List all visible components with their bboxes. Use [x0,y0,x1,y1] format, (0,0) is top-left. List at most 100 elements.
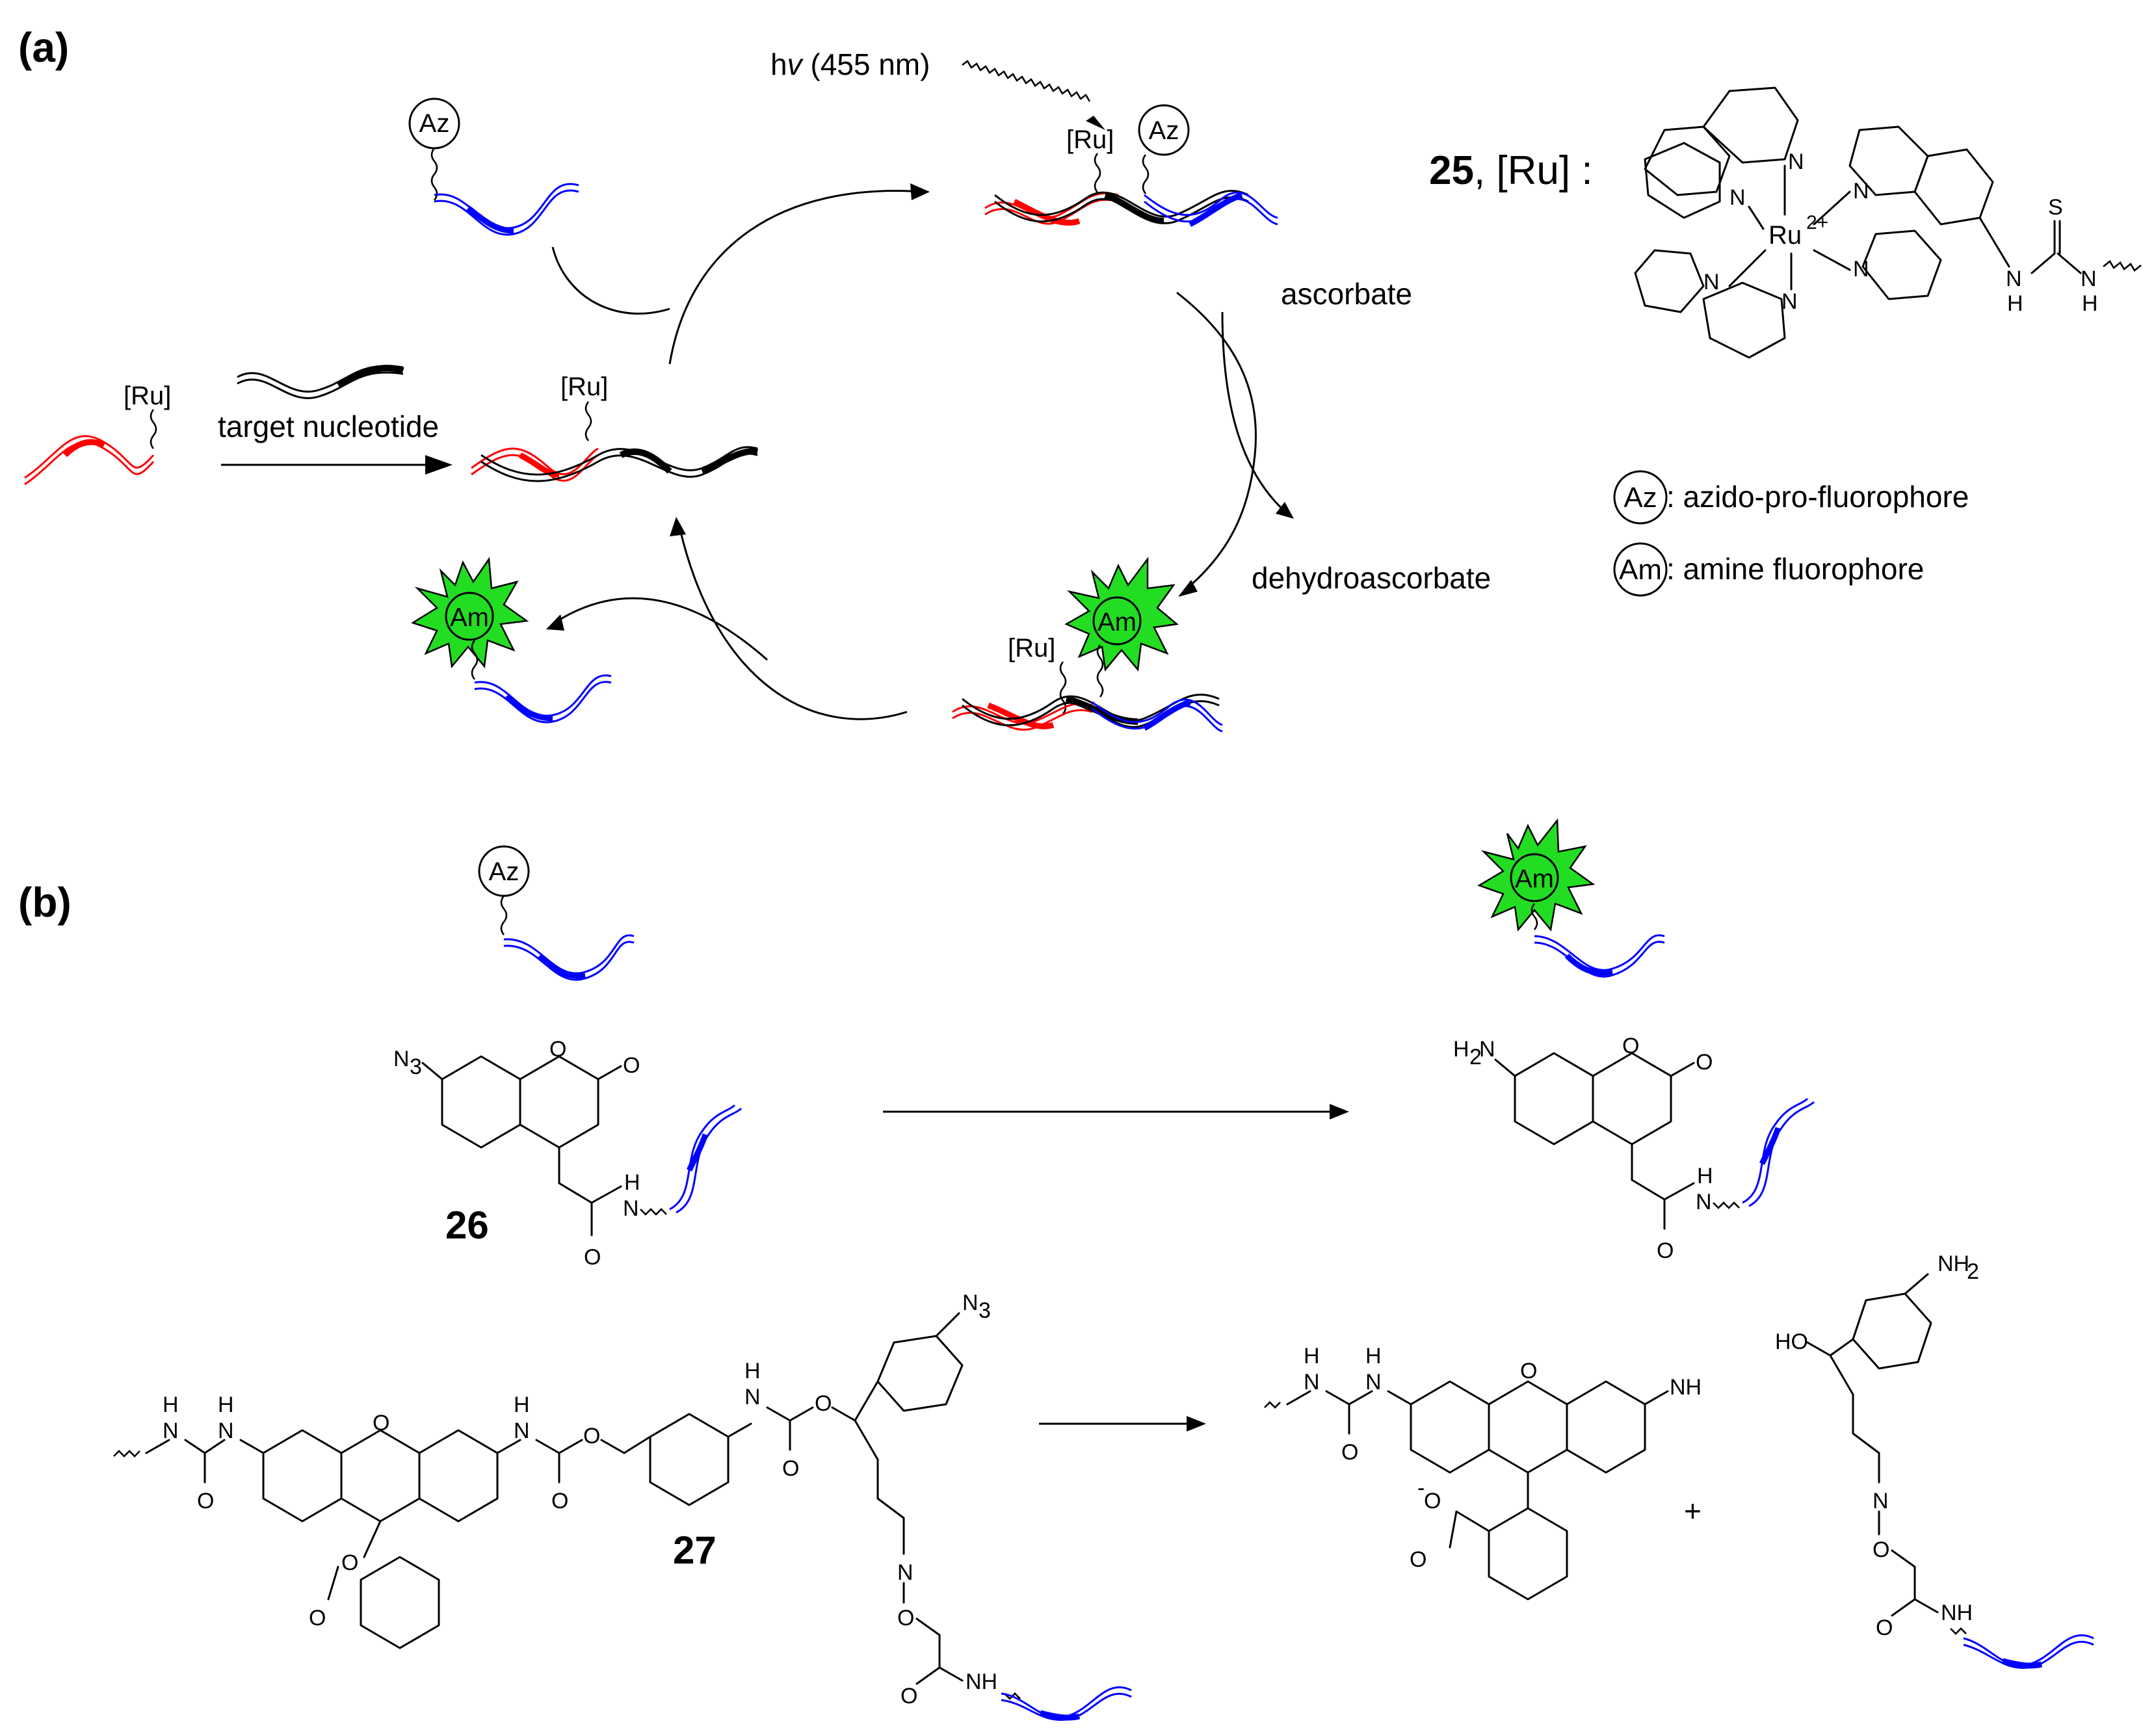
light-arrow: hv (455 nm) [770,47,1105,130]
svg-text:N: N [2081,267,2097,291]
svg-text:N: N [1873,1489,1889,1513]
svg-text:3: 3 [410,1054,422,1079]
svg-text:N: N [514,1419,530,1443]
svg-text:O: O [197,1489,214,1513]
svg-text:H: H [514,1393,530,1417]
blue-strand [434,183,579,236]
svg-text:O: O [1696,1050,1713,1075]
panel-a-label: (a) [18,24,69,71]
azido-probe-top: Az [408,98,579,236]
svg-text:N: N [2006,267,2022,291]
svg-text:H: H [1304,1344,1320,1368]
ascorbate-label: ascorbate [1281,277,1412,311]
svg-text:O: O [901,1684,917,1708]
red-strand [24,435,155,486]
ru-badge-center: [Ru] [560,373,608,401]
svg-text:H: H [1365,1344,1382,1368]
svg-text:2: 2 [1967,1259,1979,1284]
light-label: hv (455 nm) [770,47,930,81]
duplex-ru-az: [Ru] Az [984,104,1278,228]
svg-text:O: O [309,1606,326,1630]
svg-text:N: N [1696,1190,1712,1214]
svg-text:O: O [1341,1440,1358,1465]
svg-text:H: H [218,1393,234,1417]
svg-text:H: H [2082,291,2098,316]
svg-text:N: N [1853,179,1869,203]
svg-text:H: H [163,1393,179,1417]
svg-text:O: O [1657,1238,1674,1263]
svg-text:O: O [623,1053,640,1078]
amine-probe-b: Am [1477,818,1665,978]
azido-probe-b: Az [478,845,635,981]
az-badge: Az [419,109,450,138]
svg-text:3: 3 [979,1298,991,1323]
compound-27-label: 27 [673,1528,716,1572]
legend-az-symbol: Az [1624,482,1657,514]
am-badge-left: Am [450,603,489,632]
az-badge-top: Az [1149,116,1179,145]
svg-text:HO: HO [1775,1329,1808,1354]
svg-text:O: O [1410,1547,1426,1572]
svg-text:Am: Am [1515,865,1554,893]
svg-text:N: N [1703,270,1720,295]
target-label: target nucleotide [218,410,439,443]
svg-text:N: N [962,1290,979,1315]
svg-text:O: O [897,1606,914,1630]
dehydroascorbate-label: dehydroascorbate [1252,561,1491,595]
svg-text:O: O [1520,1359,1537,1383]
am-badge-bottom: Am [1098,608,1137,636]
svg-text:N: N [1365,1370,1382,1394]
svg-text:Az: Az [489,857,519,886]
svg-text:N: N [163,1419,179,1443]
compound-26: N 3 O O O H N 26 [393,1037,743,1270]
svg-text:O: O [341,1551,358,1575]
compound-26-label: 26 [445,1203,489,1247]
svg-text:N: N [1729,185,1746,210]
svg-text:-: - [1417,1476,1425,1500]
legend-am-symbol: Am [1619,554,1662,586]
svg-text:H: H [624,1170,640,1195]
svg-text:N: N [393,1047,410,1071]
aminobenzyl-byproduct: HO NH 2 N O O NH [1775,1251,2094,1669]
target-nucleotide: target nucleotide [218,365,453,475]
svg-text:N: N [1304,1370,1320,1394]
svg-text:O: O [551,1489,568,1513]
svg-text:O: O [1424,1489,1441,1513]
ru-badge-top: [Ru] [1066,125,1114,154]
compound-27: H N O H N O O O H N O O H N O O [113,1290,1132,1721]
catalytic-cycle-arrows [546,183,1294,720]
svg-text:NH: NH [966,1669,997,1694]
svg-text:O: O [782,1456,799,1481]
svg-text:NH: NH [1938,1251,1969,1276]
svg-text:O: O [373,1411,389,1435]
ru-complex-title: 25, [Ru] : [1429,148,1593,193]
svg-text:N: N [1479,1037,1495,1062]
plus-sign: + [1684,1494,1702,1528]
rhodamine-product: H N O H N O NH - O O [1264,1344,1702,1601]
duplex-ru: [Ru] [471,373,758,482]
svg-text:O: O [1873,1538,1889,1562]
svg-text:O: O [1876,1616,1893,1640]
ru-badge-left: [Ru] [124,382,171,410]
svg-text:O: O [1622,1034,1639,1058]
svg-text:N: N [218,1419,234,1443]
ru-center: Ru [1768,221,1802,250]
svg-text:NH: NH [1670,1375,1702,1400]
svg-text:S: S [2048,195,2063,220]
svg-text:H: H [744,1359,761,1383]
svg-text:N: N [1781,289,1798,314]
panel-b-label: (b) [18,879,72,926]
ru-badge-bottom: [Ru] [1008,634,1055,662]
ru-probe-left: [Ru] [24,382,171,486]
svg-text:N: N [897,1560,914,1585]
svg-text:H: H [2007,291,2023,316]
released-fluorophore-a: Am [411,556,612,724]
legend-az-text: : azido-pro-fluorophore [1666,480,1969,514]
svg-text:O: O [584,1245,601,1270]
svg-text:H: H [1697,1164,1713,1188]
svg-text:O: O [583,1424,600,1448]
svg-text:N: N [744,1385,761,1409]
svg-text:2: 2 [1469,1045,1482,1069]
legend-am-text: : amine fluorophore [1666,552,1924,586]
